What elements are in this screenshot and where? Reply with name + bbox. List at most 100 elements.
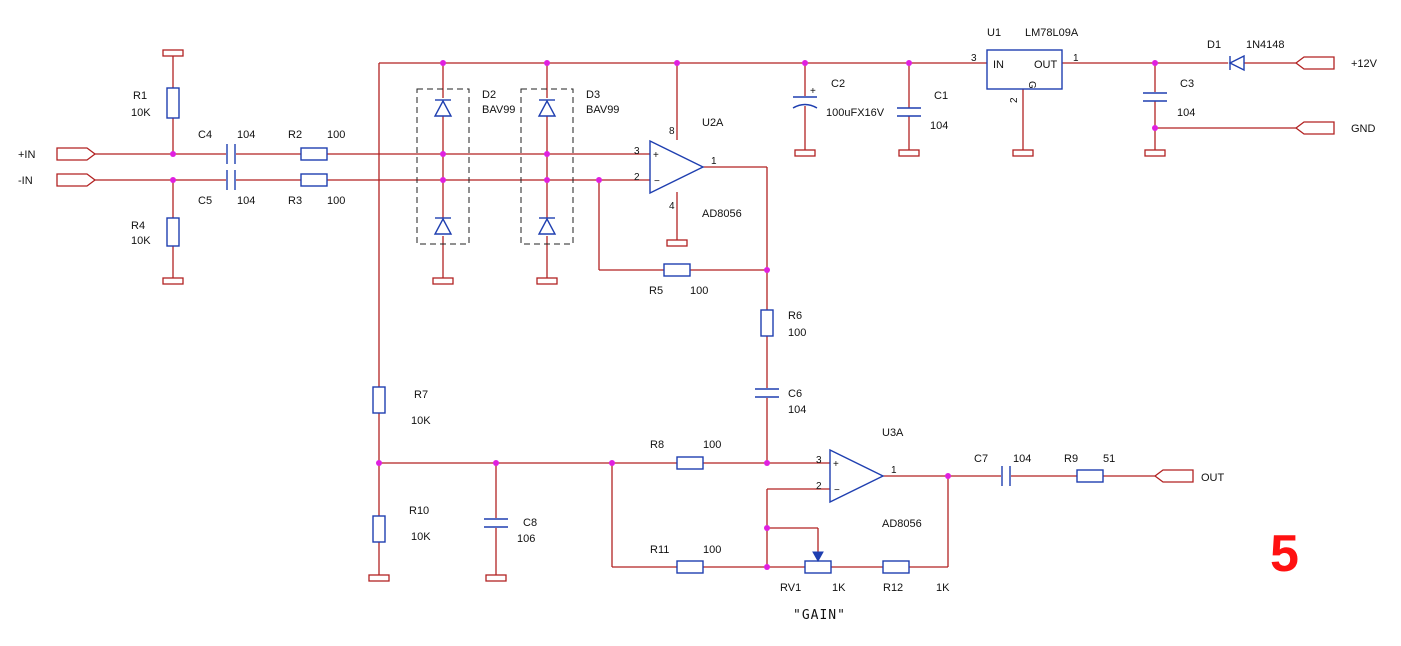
c8-value: 106 bbox=[517, 533, 535, 545]
r12-body bbox=[882, 560, 910, 574]
c8-symbol bbox=[484, 518, 508, 528]
c6-ref: C6 bbox=[788, 388, 802, 400]
r8-ref: R8 bbox=[650, 439, 664, 451]
c5-symbol bbox=[226, 170, 236, 190]
r11-ref: R11 bbox=[650, 544, 669, 556]
c4-symbol bbox=[226, 144, 236, 164]
r2-ref: R2 bbox=[288, 129, 302, 141]
r8-body bbox=[676, 456, 704, 470]
r5-ref: R5 bbox=[649, 285, 663, 297]
in-minus-port bbox=[56, 173, 97, 187]
u1-ref: U1 bbox=[987, 27, 1001, 39]
r10-ref: R10 bbox=[409, 505, 429, 517]
gain-caption: "GAIN" bbox=[793, 608, 846, 623]
r11-body bbox=[676, 560, 704, 574]
c1-value: 104 bbox=[930, 120, 948, 132]
u2a-opamp: + − bbox=[649, 139, 705, 195]
rv1-body bbox=[804, 560, 832, 574]
u1-pin-in: 3 bbox=[971, 53, 977, 64]
u1-out-label: OUT bbox=[1034, 59, 1058, 71]
rv1-value: 1K bbox=[832, 582, 846, 594]
r12-ref: R12 bbox=[883, 582, 903, 594]
r1-ref: R1 bbox=[133, 90, 147, 102]
c2-value: 100uFX16V bbox=[826, 107, 885, 119]
u3a-pin-minus: 2 bbox=[816, 481, 822, 492]
r9-ref: R9 bbox=[1064, 453, 1078, 465]
svg-text:−: − bbox=[654, 176, 660, 187]
gnd-port bbox=[1294, 121, 1335, 135]
svg-text:+: + bbox=[810, 86, 816, 97]
r10-value: 10K bbox=[411, 531, 431, 543]
c7-value: 104 bbox=[1013, 453, 1031, 465]
r9-body bbox=[1076, 469, 1104, 483]
in-minus-label: -IN bbox=[18, 175, 33, 187]
d2-value: BAV99 bbox=[482, 104, 515, 116]
c2-ref: C2 bbox=[831, 78, 845, 90]
c1-symbol bbox=[897, 107, 921, 117]
r5-body bbox=[663, 263, 691, 277]
ground-symbols bbox=[162, 49, 1166, 582]
c6-symbol bbox=[755, 388, 779, 398]
r2-body bbox=[300, 147, 328, 161]
d3-value: BAV99 bbox=[586, 104, 619, 116]
vcc-port bbox=[1294, 56, 1335, 70]
r7-body bbox=[372, 386, 386, 414]
u3a-ref: U3A bbox=[882, 427, 904, 439]
out-label: OUT bbox=[1201, 472, 1225, 484]
in-plus-label: +IN bbox=[18, 149, 35, 161]
ports bbox=[56, 56, 1335, 483]
u3a-pin-plus: 3 bbox=[816, 455, 822, 466]
c4-value: 104 bbox=[237, 129, 255, 141]
u1-value: LM78L09A bbox=[1025, 27, 1079, 39]
r5-value: 100 bbox=[690, 285, 708, 297]
r6-value: 100 bbox=[788, 327, 806, 339]
gnd-label: GND bbox=[1351, 123, 1376, 135]
u3a-value: AD8056 bbox=[882, 518, 922, 530]
rv1-wiper-arrow bbox=[812, 551, 824, 563]
diodes bbox=[416, 54, 1245, 245]
labels: +IN -IN +12V GND OUT R1 10K R4 10K C4 10… bbox=[18, 27, 1378, 623]
d2-ref: D2 bbox=[482, 89, 496, 101]
r7-value: 10K bbox=[411, 415, 431, 427]
r4-body bbox=[166, 217, 180, 247]
junction-dots bbox=[170, 60, 1158, 570]
r1-body bbox=[166, 87, 180, 119]
r11-value: 100 bbox=[703, 544, 721, 556]
d3-package bbox=[520, 88, 574, 245]
u1-g-label: G bbox=[1026, 81, 1037, 89]
capacitors: + bbox=[226, 86, 1167, 528]
u1-in-label: IN bbox=[993, 59, 1004, 71]
c3-value: 104 bbox=[1177, 107, 1195, 119]
r3-value: 100 bbox=[327, 195, 345, 207]
c5-ref: C5 bbox=[198, 195, 212, 207]
u2a-pin-minus: 2 bbox=[634, 172, 640, 183]
c7-ref: C7 bbox=[974, 453, 988, 465]
svg-text:+: + bbox=[653, 150, 659, 161]
in-plus-port bbox=[56, 147, 97, 161]
r12-value: 1K bbox=[936, 582, 950, 594]
c7-symbol bbox=[1001, 466, 1011, 486]
d3-ref: D3 bbox=[586, 89, 600, 101]
r3-body bbox=[300, 173, 328, 187]
r4-value: 10K bbox=[131, 235, 151, 247]
c5-value: 104 bbox=[237, 195, 255, 207]
c3-symbol bbox=[1143, 92, 1167, 102]
u1-regulator-body bbox=[986, 49, 1063, 90]
d1-ref: D1 bbox=[1207, 39, 1221, 51]
vcc-label: +12V bbox=[1351, 58, 1378, 70]
u2a-pin-out: 1 bbox=[711, 156, 717, 167]
r2-value: 100 bbox=[327, 129, 345, 141]
c8-ref: C8 bbox=[523, 517, 537, 529]
r10-body bbox=[372, 515, 386, 543]
r1-value: 10K bbox=[131, 107, 151, 119]
u2a-value: AD8056 bbox=[702, 208, 742, 220]
r3-ref: R3 bbox=[288, 195, 302, 207]
u1-pin-out: 1 bbox=[1073, 53, 1079, 64]
wires bbox=[95, 56, 1296, 575]
r9-value: 51 bbox=[1103, 453, 1115, 465]
d2-package bbox=[416, 88, 470, 245]
r4-ref: R4 bbox=[131, 220, 145, 232]
u2a-pin-plus: 3 bbox=[634, 146, 640, 157]
r8-value: 100 bbox=[703, 439, 721, 451]
